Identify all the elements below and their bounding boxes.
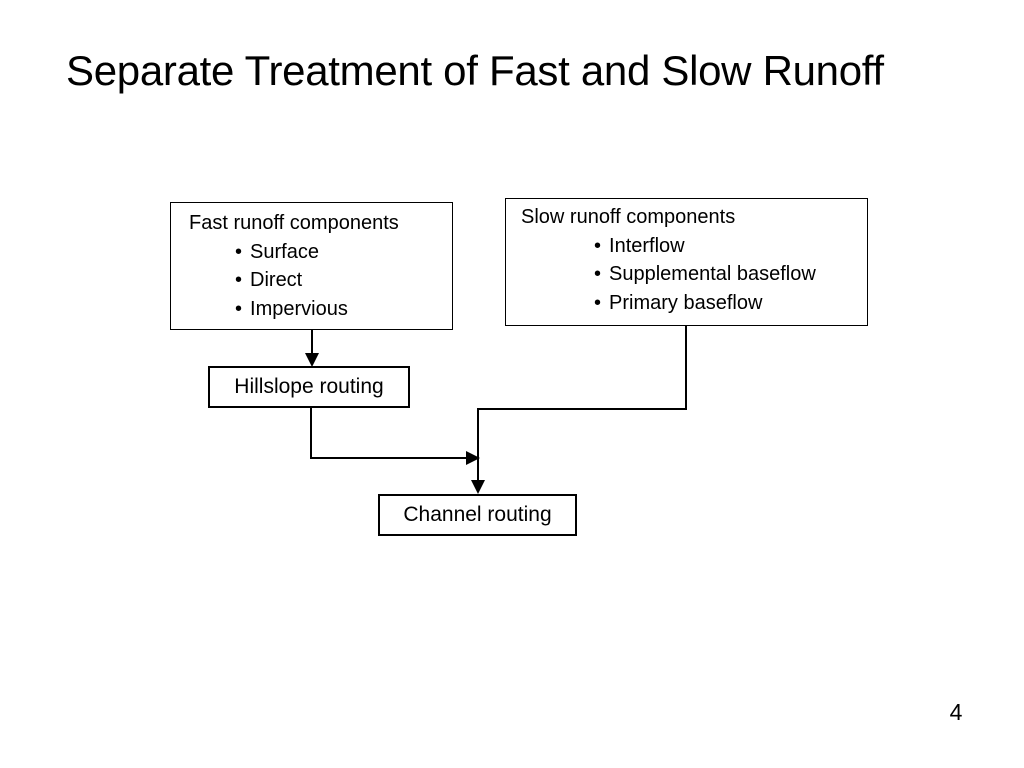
arrowhead-down-icon	[471, 480, 485, 494]
list-item: • Impervious	[235, 295, 448, 324]
arrowhead-down-icon	[305, 353, 319, 367]
connector-fast-to-hillslope	[305, 330, 319, 367]
fast-box-heading: Fast runoff components	[189, 212, 399, 234]
hillslope-routing-label: Hillslope routing	[234, 375, 384, 398]
arrowhead-right-icon	[466, 451, 480, 465]
slow-box-heading: Slow runoff components	[521, 206, 736, 228]
slow-bullet-primary-baseflow: Primary baseflow	[609, 291, 763, 314]
hillslope-routing-box: Hillslope routing	[208, 366, 410, 408]
page-number: 4	[949, 699, 963, 725]
bullet-icon: •	[235, 297, 243, 320]
slide-title: Separate Treatment of Fast and Slow Runo…	[66, 47, 884, 94]
connector-slow-to-channel	[471, 326, 687, 494]
channel-routing-label: Channel routing	[403, 503, 552, 526]
list-item: • Supplemental baseflow	[594, 260, 863, 289]
connector-hillslope-to-junction	[310, 408, 480, 465]
slow-bullet-supplemental-baseflow: Supplemental baseflow	[609, 263, 816, 285]
list-item: • Surface	[235, 238, 448, 267]
fast-runoff-components-box: Fast runoff components •Surface •Direct …	[170, 202, 453, 330]
list-item: • Interflow	[594, 232, 863, 261]
fast-bullet-impervious: Impervious	[250, 297, 348, 320]
fast-bullet-surface: Surface	[250, 240, 319, 263]
list-item: • Primary baseflow	[594, 289, 863, 318]
bullet-icon: •	[594, 234, 602, 257]
bullet-icon: •	[235, 269, 243, 291]
slow-runoff-components-box: Slow runoff components • Interflow • Suppl…	[505, 198, 868, 326]
list-item: • Direct	[235, 266, 448, 295]
fast-bullet-direct: Direct	[250, 269, 303, 291]
slow-bullet-interflow: Interflow	[609, 234, 685, 257]
bullet-icon: •	[594, 291, 602, 314]
bullet-icon: •	[594, 263, 602, 285]
bullet-icon: •	[235, 240, 243, 263]
channel-routing-box: Channel routing	[378, 494, 577, 536]
